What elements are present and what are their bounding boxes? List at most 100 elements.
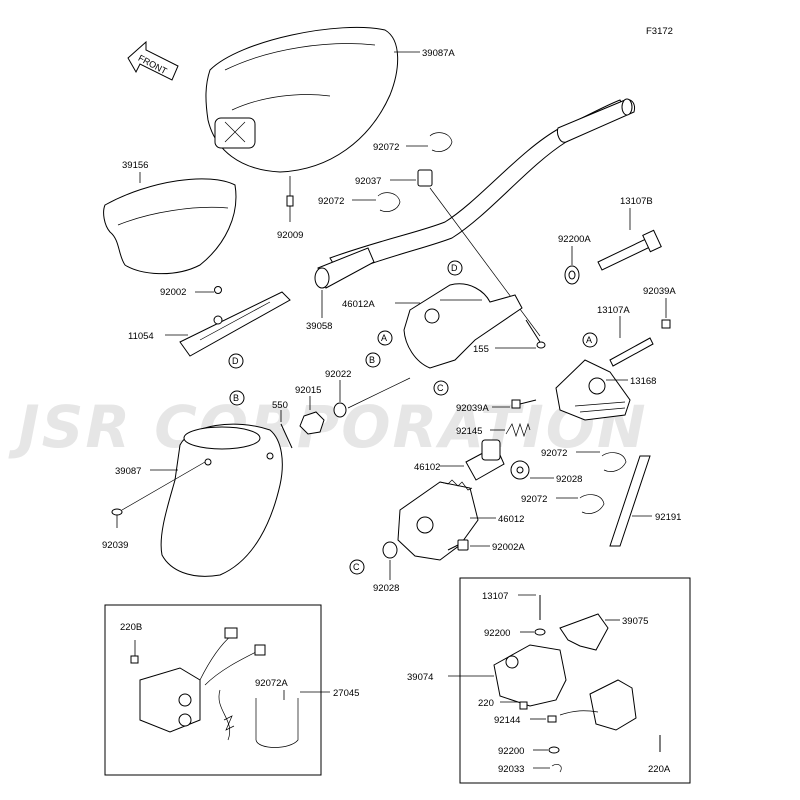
- callout-92200-top: 92200: [484, 628, 510, 639]
- callout-39074: 39074: [407, 672, 433, 683]
- callout-550: 550: [272, 400, 288, 411]
- washer-icon: [564, 265, 580, 285]
- ref-mark-d-2-label: D: [451, 263, 458, 273]
- callout-92037: 92037: [355, 176, 381, 187]
- callout-13168: 13168: [630, 376, 656, 387]
- callout-92033: 92033: [498, 764, 524, 775]
- callout-92039A-mid: 92039A: [456, 403, 489, 414]
- gear-46102: [465, 439, 505, 481]
- rod-92191: [609, 455, 651, 547]
- watermark-text: JSR CORPORATION: [8, 393, 648, 461]
- ref-mark-b: [365, 352, 381, 368]
- callout-92072-top: 92072: [373, 142, 399, 153]
- screw-92039A-icon: [511, 399, 537, 409]
- callout-92002A: 92002A: [492, 542, 525, 553]
- callout-220: 220: [478, 698, 494, 709]
- screw-icon-2: [661, 319, 671, 329]
- ref-mark-c-2: [349, 559, 365, 575]
- callout-13107A: 13107A: [597, 305, 630, 316]
- callout-92028-left: 92028: [373, 583, 399, 594]
- screw-icon: [286, 195, 294, 222]
- callout-92002: 92002: [160, 287, 186, 298]
- callout-92022: 92022: [325, 369, 351, 380]
- callout-92039A-top: 92039A: [643, 286, 676, 297]
- bracket-13168: [555, 359, 631, 421]
- clamp-icon-3: [601, 452, 627, 472]
- ref-mark-a-label: A: [381, 333, 387, 343]
- lever-housing: [559, 679, 637, 731]
- ref-mark-b-2: [229, 390, 245, 406]
- spring-icon: [505, 422, 531, 438]
- ref-mark-b-label: B: [369, 355, 375, 365]
- bolt-92002A-icon: [447, 539, 469, 551]
- handlebar-cover-lower: [160, 423, 283, 577]
- screw-220-icon: [519, 701, 528, 710]
- bolt-13107B: [597, 229, 662, 271]
- nut-icon: [417, 169, 433, 187]
- washer-92200-icon: [534, 628, 546, 636]
- callout-92015: 92015: [295, 385, 321, 396]
- nut-92015-icon: [299, 411, 325, 435]
- callout-92144: 92144: [494, 715, 520, 726]
- callout-92028-right: 92028: [556, 474, 582, 485]
- callout-39087A: 39087A: [422, 48, 455, 59]
- callout-46012A: 46012A: [342, 299, 375, 310]
- ref-mark-a-2-label: A: [586, 335, 592, 345]
- callout-39058: 39058: [306, 321, 332, 332]
- bracket-11054: [179, 291, 291, 357]
- clamp-icon-4: [579, 494, 605, 514]
- washer-92200-lower-icon: [548, 746, 560, 754]
- callout-92009: 92009: [277, 230, 303, 241]
- washer-92028-left-icon: [382, 541, 398, 559]
- ref-mark-c-2-label: C: [353, 562, 360, 572]
- part-92144-icon: [547, 715, 557, 723]
- washer-92028-icon: [510, 460, 530, 480]
- screw-550-icon: [280, 423, 293, 449]
- handlebar-tube: [314, 98, 635, 289]
- screw-220B-icon: [130, 655, 139, 664]
- callout-92145: 92145: [456, 426, 482, 437]
- callout-11054: 11054: [128, 331, 154, 342]
- inset-box-right: [459, 577, 691, 784]
- callout-39087: 39087: [115, 466, 141, 477]
- callout-220A: 220A: [648, 764, 671, 775]
- washer-icon-2: [333, 402, 347, 418]
- figure-code: F3172: [646, 26, 673, 37]
- ref-mark-c: [433, 380, 449, 396]
- clamp-92072A: [218, 689, 299, 748]
- inset-box-left: [104, 604, 322, 776]
- front-arrow-icon: FRONT: [127, 40, 179, 81]
- throttle-case-39074: [493, 644, 567, 707]
- ref-mark-b-2-label: B: [233, 393, 239, 403]
- ref-mark-d: [228, 353, 244, 369]
- callout-92072-mid: 92072: [318, 196, 344, 207]
- callout-92072-lower: 92072: [521, 494, 547, 505]
- bolt-icon: [214, 286, 222, 294]
- handlebar-pad: [103, 178, 237, 275]
- callout-13107B: 13107B: [620, 196, 653, 207]
- screw-92039-icon: [111, 508, 123, 528]
- ref-mark-a-2: [582, 332, 598, 348]
- ref-mark-a: [377, 330, 393, 346]
- callout-27045: 27045: [333, 688, 359, 699]
- pin-13107A: [609, 337, 654, 367]
- callout-92200A: 92200A: [558, 234, 591, 245]
- handlebar-holder-upper: [403, 283, 523, 369]
- ref-mark-c-label: C: [437, 383, 444, 393]
- clamp-icon: [429, 132, 453, 152]
- callout-46012: 46012: [498, 514, 524, 525]
- bolt-155-icon: [525, 319, 546, 349]
- clip-92033-icon: [551, 764, 562, 773]
- callout-46102: 46102: [414, 462, 440, 473]
- callout-220B: 220B: [120, 622, 142, 633]
- bracket-39075: [559, 613, 609, 651]
- callout-92200-lower: 92200: [498, 746, 524, 757]
- callout-155: 155: [473, 344, 489, 355]
- ref-mark-d-2: [447, 260, 463, 276]
- callout-92039: 92039: [102, 540, 128, 551]
- switch-27045: [139, 627, 266, 733]
- clamp-icon-2: [377, 192, 401, 212]
- callout-92072-right: 92072: [541, 448, 567, 459]
- handlebar-cover-upper: [205, 26, 399, 173]
